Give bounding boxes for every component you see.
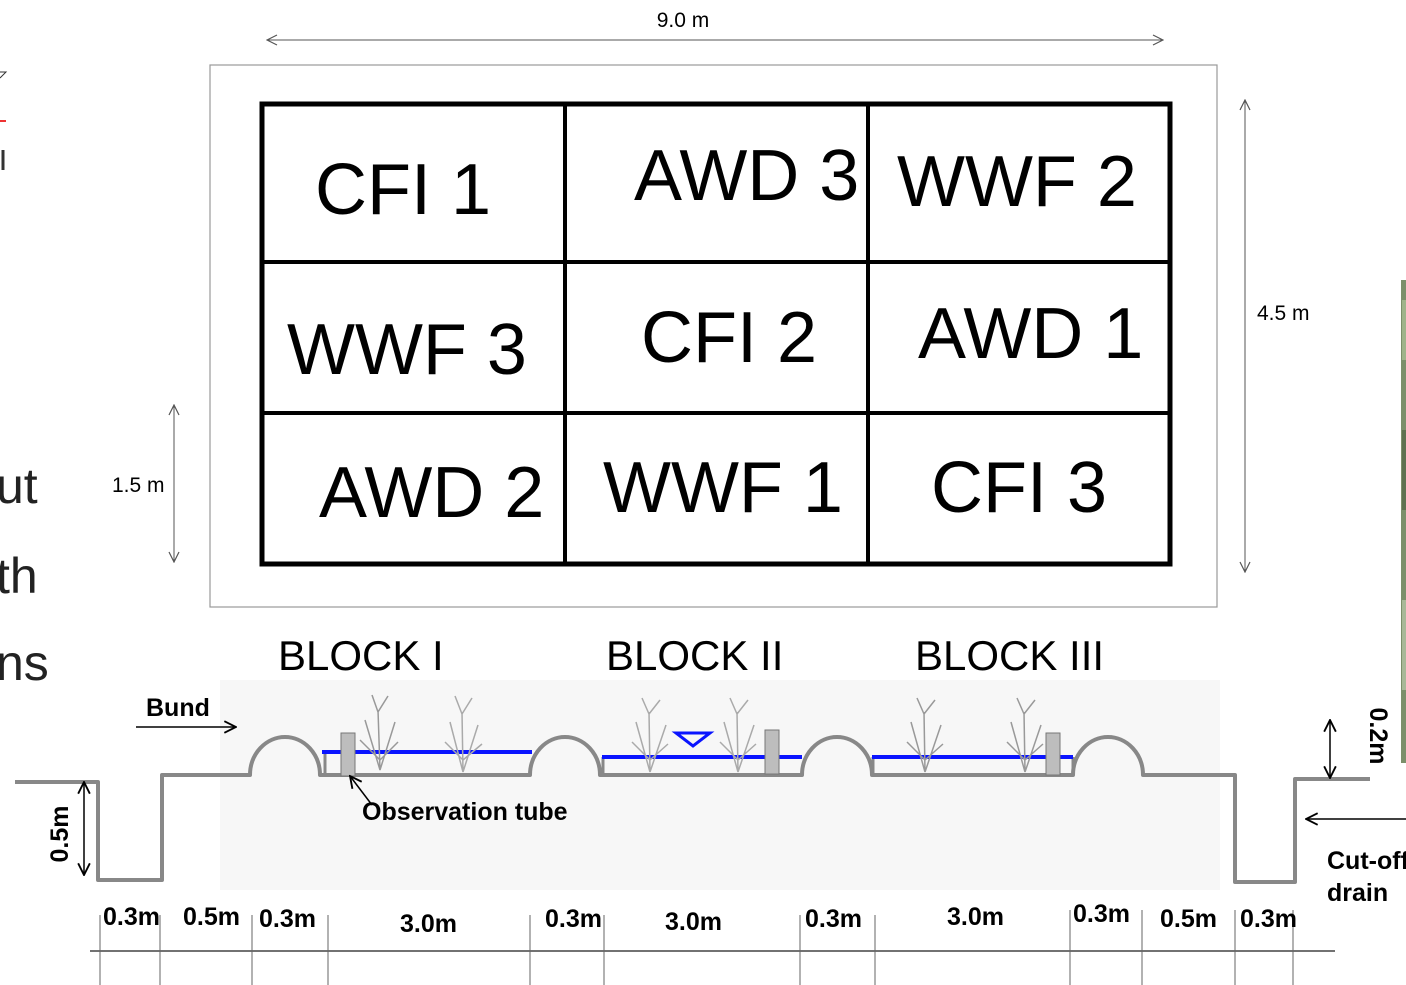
plot-label: AWD 1 bbox=[918, 294, 1143, 374]
block-labels: BLOCK I BLOCK II BLOCK III bbox=[278, 632, 1104, 679]
width-label: 0.5m bbox=[1160, 905, 1217, 933]
text-fragment: th bbox=[0, 548, 38, 604]
basin-1 bbox=[323, 752, 530, 777]
cross-section: Bund Observation tube 0.5m 0.2m Cut-off … bbox=[15, 680, 1406, 985]
bund-label: Bund bbox=[146, 694, 210, 722]
plot-label: WWF 3 bbox=[287, 310, 527, 390]
soil-background bbox=[220, 680, 1220, 890]
bund-height-label: 0.2m bbox=[1364, 708, 1392, 765]
field-boundary bbox=[209, 64, 1218, 608]
dimension-ticks bbox=[99, 910, 1294, 985]
width-label: 3.0m bbox=[665, 908, 722, 936]
text-fragment: ut bbox=[0, 458, 38, 514]
plot-label: WWF 1 bbox=[603, 448, 843, 528]
row-dimension-label: 1.5 m bbox=[112, 474, 165, 497]
observation-tube bbox=[340, 732, 356, 777]
width-label: 0.5m bbox=[183, 903, 240, 931]
plot-label: WWF 2 bbox=[897, 142, 1137, 222]
plot-label: CFI 2 bbox=[641, 298, 817, 378]
observation-tube bbox=[764, 729, 780, 775]
block-label-2: BLOCK II bbox=[606, 632, 783, 679]
width-label: 0.3m bbox=[545, 905, 602, 933]
plot-plan: 9.0 m 4.5 m 1.5 m CFI 1 AWD 3 WWF 2 WWF … bbox=[112, 9, 1310, 608]
cutoff-drain-label: Cut-off bbox=[1327, 847, 1406, 875]
left-cropped-text: ut th ns bbox=[0, 71, 49, 691]
width-dimension-label: 9.0 m bbox=[657, 9, 710, 32]
width-label: 3.0m bbox=[400, 910, 457, 938]
ground-profile bbox=[15, 735, 1370, 884]
basin-2 bbox=[601, 757, 800, 777]
rice-plant-icon bbox=[444, 695, 483, 773]
rice-plant-icon bbox=[631, 697, 669, 773]
width-label: 0.3m bbox=[103, 903, 160, 931]
height-dimension-label: 4.5 m bbox=[1257, 302, 1310, 325]
block-label-3: BLOCK III bbox=[915, 632, 1104, 679]
observation-tube-arrow bbox=[350, 776, 373, 806]
plot-grid bbox=[259, 101, 1173, 567]
width-label: 0.3m bbox=[259, 905, 316, 933]
text-fragment: ns bbox=[0, 635, 49, 691]
width-label: 0.3m bbox=[1073, 900, 1130, 928]
observation-tube bbox=[1045, 732, 1061, 776]
drain-depth-label: 0.5m bbox=[46, 806, 74, 863]
rice-plant-icon bbox=[719, 697, 757, 773]
rice-plant-icon bbox=[359, 694, 399, 771]
section-width-labels: 0.3m 0.5m 0.3m 3.0m 0.3m 3.0m 0.3m 3.0m … bbox=[103, 900, 1297, 938]
cropped-mark bbox=[0, 71, 8, 79]
plot-label: CFI 3 bbox=[931, 448, 1107, 528]
plot-label: AWD 3 bbox=[634, 136, 859, 216]
cropped-photo bbox=[1401, 280, 1406, 763]
rice-plant-icon bbox=[1006, 697, 1044, 773]
basin-3 bbox=[871, 757, 1075, 777]
block-label-1: BLOCK I bbox=[278, 632, 444, 679]
cutoff-drain-label: drain bbox=[1327, 879, 1388, 907]
width-label: 3.0m bbox=[947, 903, 1004, 931]
plot-label: AWD 2 bbox=[319, 453, 544, 533]
width-label: 0.3m bbox=[805, 905, 862, 933]
observation-tube-label: Observation tube bbox=[362, 798, 568, 826]
water-level-symbol bbox=[671, 731, 715, 748]
plot-label: CFI 1 bbox=[315, 150, 491, 230]
rice-plant-icon bbox=[906, 697, 944, 773]
width-label: 0.3m bbox=[1240, 905, 1297, 933]
